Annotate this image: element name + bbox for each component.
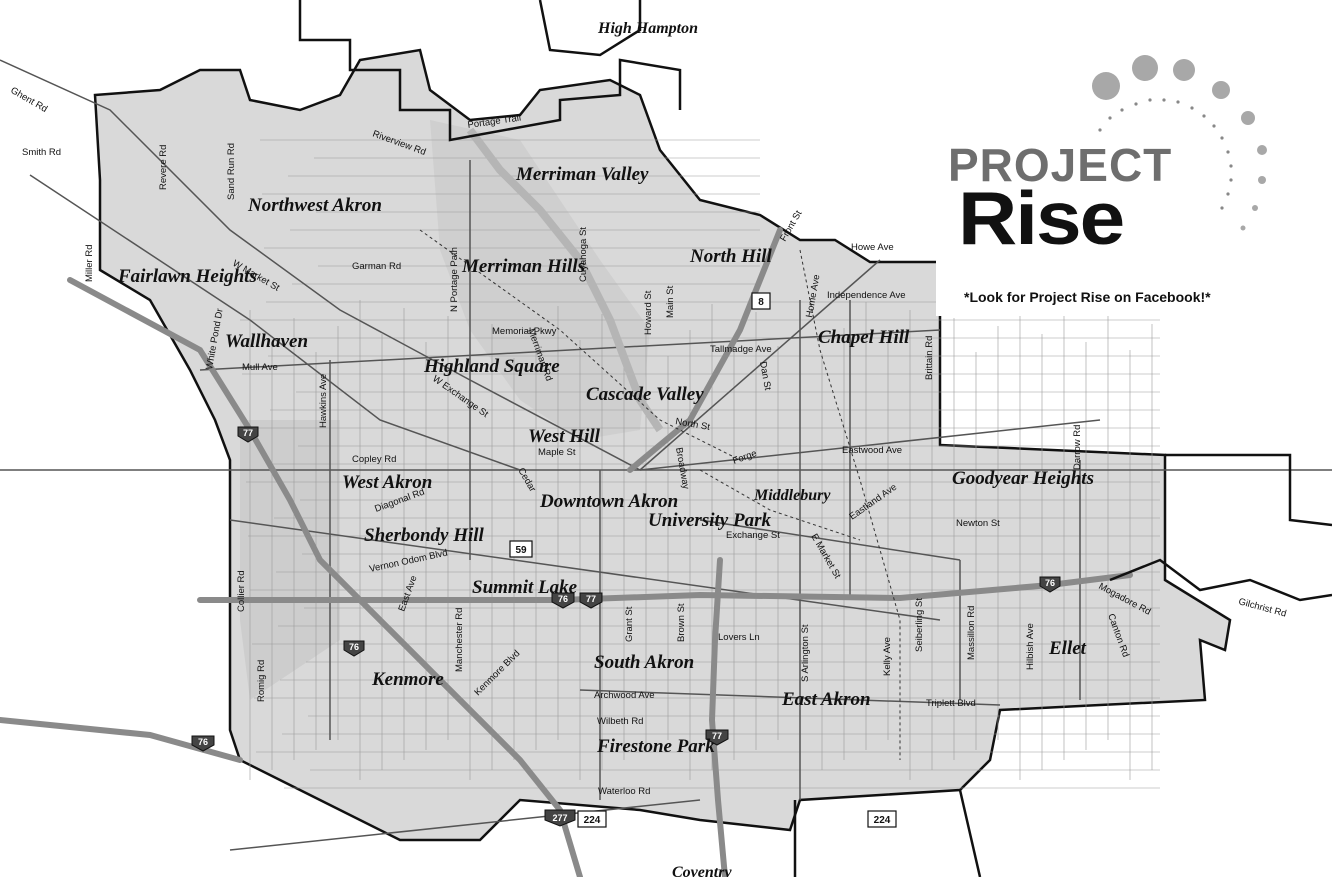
svg-text:224: 224 [584,815,601,826]
road-label: S Arlington St [800,624,811,682]
project-rise-logo [936,0,1332,316]
neighborhood-label: South Akron [594,652,694,673]
neighborhood-label: Fairlawn Heights [117,266,257,287]
road-label: Howard St [643,290,654,335]
road-label: Lovers Ln [718,632,760,643]
road-label: Hilbish Ave [1025,623,1036,670]
road-label: Newton St [956,518,1000,529]
logo-word-project: PROJECT [948,139,1173,191]
svg-text:76: 76 [198,737,208,747]
svg-text:77: 77 [586,594,596,604]
road-label: Garman Rd [352,261,401,272]
neighborhood-label: Highland Square [423,356,560,377]
shield-59: 59 [509,540,533,558]
shield-224-a: 224 [577,810,607,828]
neighborhood-label: Firestone Park [596,736,715,757]
neighborhood-label: West Hill [528,426,601,447]
neighborhood-label: University Park [648,510,771,531]
facebook-note: *Look for Project Rise on Facebook!* [964,289,1211,305]
road-label: Collier Rd [236,570,247,612]
shield-77-a: 77 [579,592,603,609]
road-label: Mull Ave [242,362,278,373]
neighborhood-labels: High Hampton Merriman Valley Northwest A… [117,20,1094,877]
road-label: Revere Rd [158,145,169,190]
shield-8: 8 [751,292,771,310]
svg-text:59: 59 [515,545,527,556]
road-label: Waterloo Rd [598,786,650,797]
road-label: Manchester Rd [454,608,465,672]
city-shade [430,120,650,440]
svg-text:77: 77 [243,428,253,438]
neighborhood-label: Summit Lake [472,577,578,598]
road-label: Kelly Ave [882,637,893,676]
road-label: Memorial Pkwy [492,326,557,337]
neighborhood-label: High Hampton [597,20,698,37]
road-label: Darrow Rd [1072,425,1083,470]
shield-76-b: 76 [343,640,365,657]
neighborhood-label: East Akron [781,689,871,710]
svg-text:76: 76 [1045,578,1055,588]
road-label: Dan St [757,361,773,392]
road-label: Massillon Rd [966,606,977,660]
svg-text:76: 76 [558,594,568,604]
road-label: Howe Ave [851,242,894,253]
logo-word-rise: Rise [958,176,1125,261]
road-label: Brittain Rd [924,336,935,380]
shield-77-c: 77 [705,729,729,746]
svg-text:277: 277 [552,813,567,823]
neighborhood-label: Wallhaven [225,331,308,352]
road-label: Miller Rd [84,245,95,282]
road-label: Archwood Ave [594,690,655,701]
road-label: Triplett Blvd [926,698,976,709]
road-label: Main St [665,285,676,318]
neighborhood-label: Goodyear Heights [952,468,1094,489]
shield-76-a: 76 [551,592,575,609]
neighborhood-label: West Akron [342,472,432,493]
neighborhood-label: Merriman Hills [461,256,585,277]
shield-77-b: 77 [237,426,259,443]
road-label: Eastwood Ave [842,445,902,456]
road-label: Tallmadge Ave [710,344,772,355]
road-label: Maple St [538,447,576,458]
neighborhood-label: Middlebury [753,487,831,504]
neighborhood-label: Merriman Valley [515,164,649,185]
road-label: Smith Rd [22,147,61,158]
svg-text:224: 224 [874,815,891,826]
road-label: N Portage Path [449,247,460,312]
shield-76-c: 76 [1039,576,1061,593]
road-label: Brown St [676,603,687,642]
svg-text:76: 76 [349,642,359,652]
cuyahoga-river [466,127,664,433]
neighborhood-label: Coventry [672,864,732,877]
road-label: Hawkins Ave [318,374,329,428]
road-label: Wilbeth Rd [597,716,643,727]
road-label: Sand Run Rd [226,143,237,200]
neighborhood-label: Chapel Hill [818,327,910,348]
city-shade-2 [240,420,340,700]
neighborhood-label: Downtown Akron [539,491,678,512]
road-label: Romig Rd [256,660,267,702]
neighborhood-label: North Hill [689,246,773,267]
road-label: Exchange St [726,530,780,541]
shield-224-b: 224 [867,810,897,828]
svg-text:8: 8 [758,297,764,308]
road-label: Seiberling St [914,598,925,652]
shield-76-d: 76 [191,735,215,752]
neighborhood-label: Cascade Valley [586,384,704,405]
road-label: Copley Rd [352,454,396,465]
neighborhood-label: Sherbondy Hill [364,525,485,546]
svg-text:77: 77 [712,731,722,741]
main-roads [0,59,1332,851]
neighborhood-label: Kenmore [371,669,444,690]
road-label: Independence Ave [827,290,906,301]
road-label: Grant St [624,606,635,642]
rail-lines [419,229,901,760]
shield-277: 277 [544,809,576,827]
neighborhood-label: Ellet [1048,638,1087,659]
road-label: Cuyahoga St [578,227,589,282]
neighborhood-label: Northwest Akron [247,195,382,216]
